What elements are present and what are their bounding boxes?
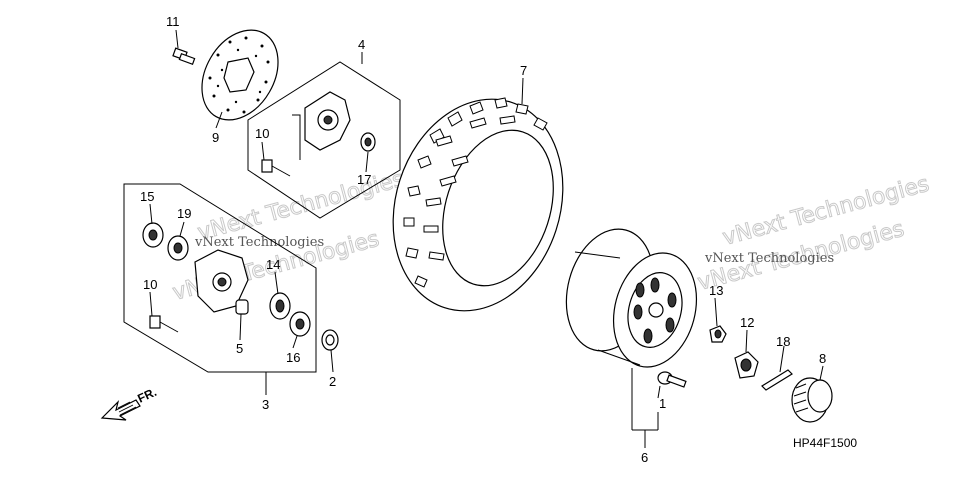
diagram-code: HP44F1500 [793,436,857,450]
callout-6: 6 [641,450,648,465]
callout-13: 13 [709,283,723,298]
wheel-rim [565,228,698,368]
tire [392,97,564,312]
callout-7: 7 [520,63,527,78]
callout-11: 11 [166,14,180,29]
callout-5: 5 [236,341,243,356]
leader-lines [149,29,824,448]
cotter-pin [761,369,793,391]
knuckle-assembly-box [123,183,317,373]
callout-10-lower: 10 [143,277,157,292]
callout-14: 14 [266,257,280,272]
callout-4: 4 [358,37,365,52]
watermark-right: vNext Technologies vNext Technologies vN… [695,171,933,296]
callout-15: 15 [140,189,154,204]
callout-labels: 1 2 3 4 5 6 7 8 9 10 10 11 12 13 14 15 1… [140,14,857,465]
hub-cap [791,377,833,423]
callout-2: 2 [329,374,336,389]
nut-12 [734,351,759,379]
callout-12: 12 [740,315,754,330]
nut-13 [709,325,727,343]
callout-9: 9 [212,130,219,145]
callout-19: 19 [177,206,191,221]
brake-disc [201,29,279,121]
callout-3: 3 [262,397,269,412]
watermark-text-2: vNext Technologies [704,251,834,266]
tire-valve [657,371,687,388]
callout-18: 18 [776,334,790,349]
bolt-11 [172,47,196,65]
callout-16: 16 [286,350,300,365]
callout-10-upper: 10 [255,126,269,141]
direction-arrow-icon: FR. [100,385,159,421]
callout-17: 17 [357,172,371,187]
callout-1: 1 [659,396,666,411]
collar-2 [321,329,339,351]
callout-8: 8 [819,351,826,366]
direction-label: FR. [135,385,158,406]
watermark-text: vNext Technologies [194,235,324,250]
hub-assembly-box [247,61,401,219]
